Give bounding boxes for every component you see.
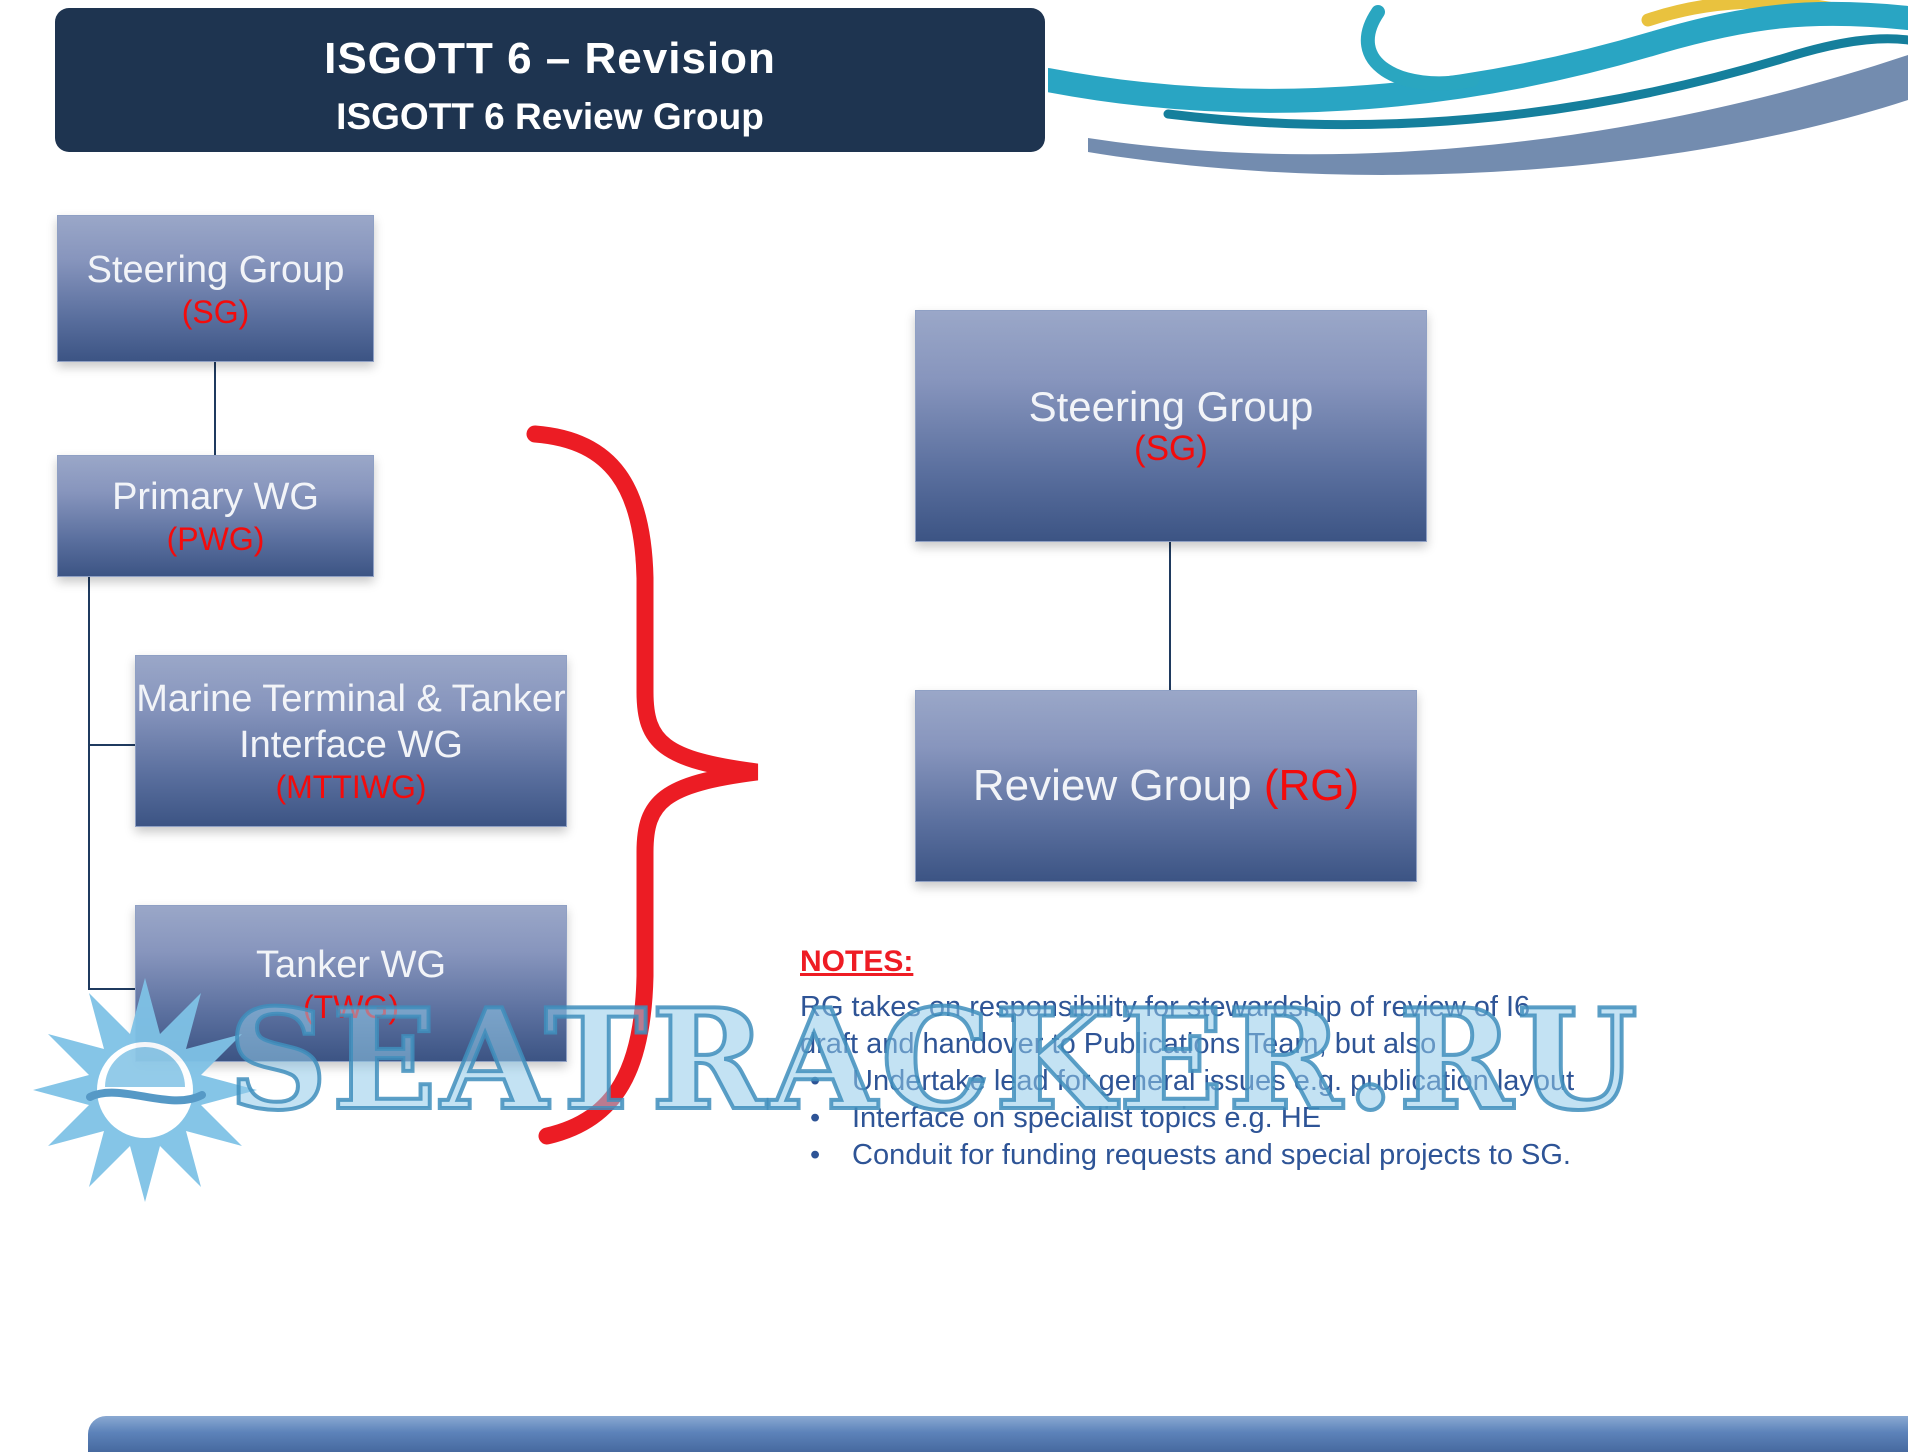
- decorative-swoosh: [1048, 0, 1908, 175]
- org-box-abbr: (SG): [181, 293, 250, 330]
- connector-line: [1169, 540, 1171, 690]
- org-box-primary-wg: Primary WG (PWG): [57, 455, 374, 577]
- notes-section: NOTES: RG takes on responsibility for st…: [800, 945, 1580, 1174]
- org-box-label: Primary WG: [112, 476, 319, 518]
- org-box-marine-terminal-tanker-interface-wg: Marine Terminal & Tanker Interface WG (M…: [135, 655, 567, 827]
- connector-line: [88, 575, 90, 990]
- notes-bullet: Interface on specialist topics e.g. HE: [800, 1100, 1580, 1137]
- notes-bullet-list: Undertake lead for general issues e.g. p…: [800, 1063, 1580, 1174]
- bottom-decorative-bar: [88, 1416, 1908, 1452]
- notes-heading: NOTES:: [800, 945, 914, 978]
- connector-line: [88, 988, 135, 990]
- org-box-steering-group-right: Steering Group (SG): [915, 310, 1427, 542]
- org-box-label: Tanker WG: [255, 943, 447, 986]
- slide-title: ISGOTT 6 – Revision: [324, 34, 776, 83]
- notes-bullet: Undertake lead for general issues e.g. p…: [800, 1063, 1580, 1100]
- connector-line: [88, 744, 135, 746]
- connector-line: [214, 360, 216, 455]
- org-box-label: Marine Terminal & Tanker Interface WG: [136, 678, 566, 766]
- watermark-sunburst-icon: [33, 978, 257, 1202]
- org-box-abbr: (PWG): [166, 521, 265, 557]
- org-box-abbr: (RG): [1263, 761, 1360, 810]
- watermark-text: SEATRACKER.RU: [226, 976, 1642, 1143]
- org-box-label: Review Group: [972, 761, 1252, 810]
- org-box-label: Steering Group: [1028, 383, 1314, 430]
- slide-subtitle: ISGOTT 6 Review Group: [336, 96, 764, 137]
- org-box-abbr: (TWG): [303, 988, 399, 1025]
- org-box-review-group: Review Group (RG): [915, 690, 1417, 882]
- slide-header: ISGOTT 6 – Revision ISGOTT 6 Review Grou…: [55, 8, 1045, 152]
- org-box-abbr: (SG): [1134, 429, 1208, 468]
- curly-brace: [526, 425, 759, 1145]
- notes-intro-line: draft and handover to Publications Team,…: [800, 1028, 1437, 1060]
- notes-intro-line: RG takes on responsibility for stewardsh…: [800, 991, 1531, 1023]
- org-box-abbr: (MTTIWG): [275, 769, 427, 805]
- org-box-label: Steering Group: [86, 248, 345, 291]
- notes-bullet: Conduit for funding requests and special…: [800, 1137, 1580, 1174]
- org-box-steering-group: Steering Group (SG): [57, 215, 374, 362]
- org-box-tanker-wg: Tanker WG (TWG): [135, 905, 567, 1062]
